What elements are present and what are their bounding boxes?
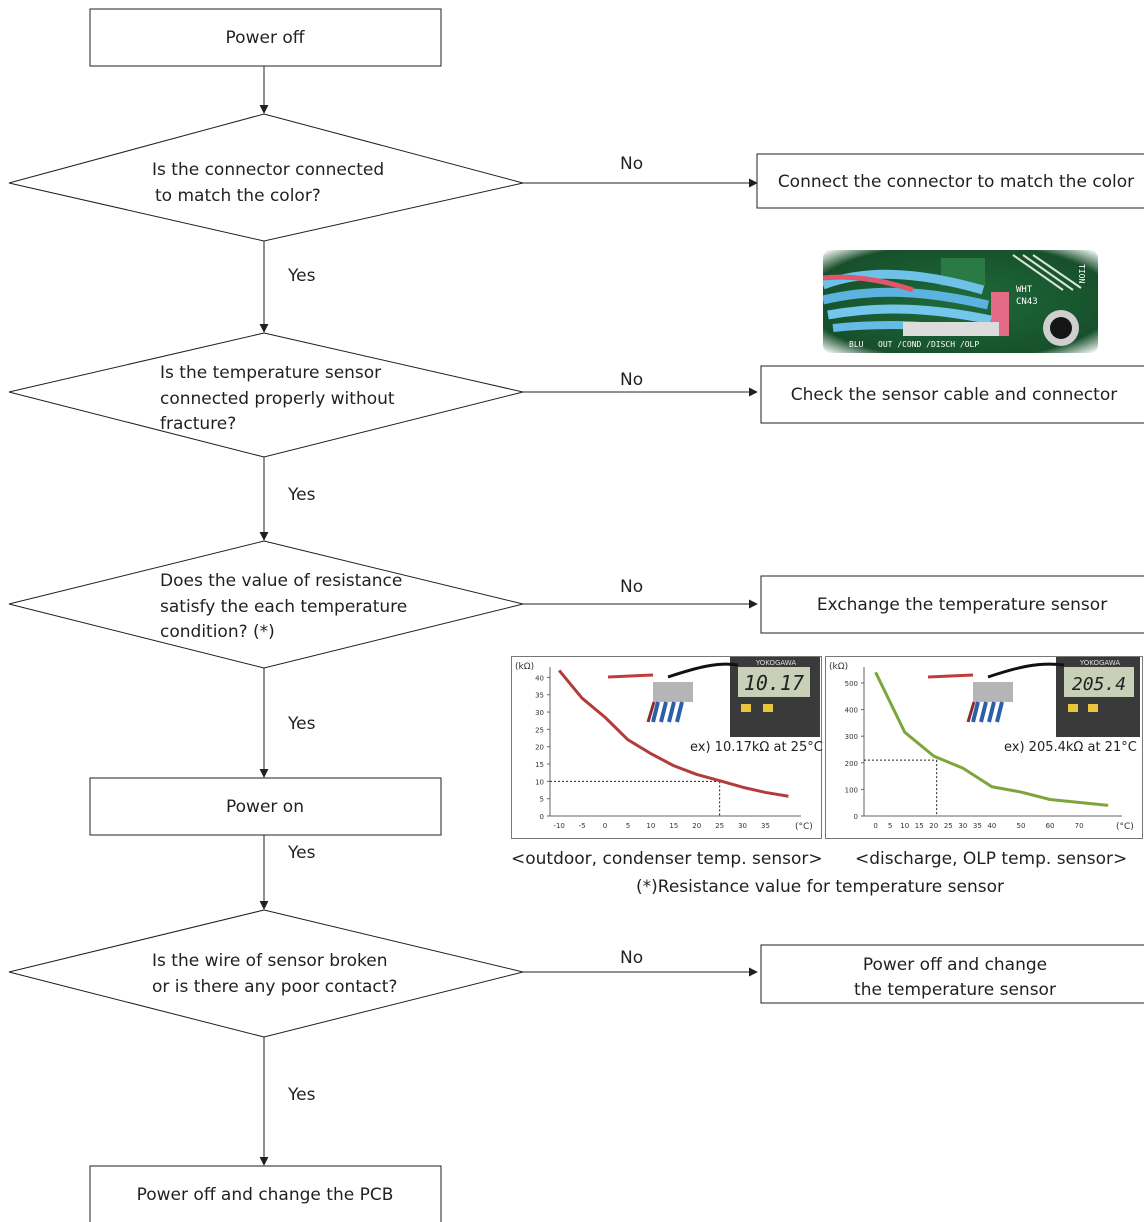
x-tick-label: 30 bbox=[958, 822, 967, 830]
y-tick-label: 35 bbox=[535, 692, 544, 700]
no-label: No bbox=[620, 948, 643, 968]
action-box-exchange-sensor bbox=[760, 575, 1144, 634]
y-tick-label: 100 bbox=[845, 786, 858, 794]
a1-label: Connect the connector to match the color bbox=[778, 172, 1134, 192]
pcb-label-wht: WHT bbox=[1016, 285, 1033, 295]
y-tick-label: 5 bbox=[540, 796, 544, 804]
meter-brand: YOKOGAWA bbox=[1079, 659, 1120, 667]
end-label: Power off and change the PCB bbox=[137, 1185, 394, 1205]
series-line bbox=[558, 669, 789, 798]
yes-label: Yes bbox=[287, 843, 316, 863]
x-tick-label: 10 bbox=[900, 822, 909, 830]
q3-line1: Does the value of resistance bbox=[160, 571, 402, 591]
pcb-label-tion: TION bbox=[1077, 264, 1086, 283]
x-tick-label: 20 bbox=[929, 822, 938, 830]
example-discharge: ex) 205.4kΩ at 21°C bbox=[1004, 740, 1137, 755]
action-box-check-cable bbox=[760, 365, 1144, 424]
x-tick-label: 60 bbox=[1046, 822, 1055, 830]
a2-label: Check the sensor cable and connector bbox=[791, 385, 1117, 405]
meter-reading: 10.17 bbox=[744, 671, 804, 695]
y-tick-label: 15 bbox=[535, 761, 544, 769]
x-tick-label: 35 bbox=[973, 822, 982, 830]
start-box bbox=[89, 8, 442, 67]
y-tick-label: 40 bbox=[535, 674, 544, 682]
no-label: No bbox=[620, 577, 643, 597]
pcb-label-cn: CN43 bbox=[1016, 297, 1038, 307]
caption-outdoor: <outdoor, condenser temp. sensor> bbox=[511, 849, 823, 869]
x-tick-label: 25 bbox=[715, 822, 724, 830]
a3-label: Exchange the temperature sensor bbox=[817, 595, 1107, 615]
y-tick-label: 500 bbox=[845, 680, 858, 688]
no-label: No bbox=[620, 370, 643, 390]
action-box-power-off-change-sensor bbox=[760, 944, 1144, 1004]
q3-line3: condition? (*) bbox=[160, 622, 275, 642]
y-tick-label: 25 bbox=[535, 726, 544, 734]
x-tick-label: -5 bbox=[579, 822, 586, 830]
series-line bbox=[874, 671, 1109, 807]
q4-line2: or is there any poor contact? bbox=[152, 977, 397, 997]
caption-discharge: <discharge, OLP temp. sensor> bbox=[855, 849, 1128, 869]
x-tick-label: 0 bbox=[603, 822, 607, 830]
y-tick-label: 300 bbox=[845, 733, 858, 741]
action-box-connect bbox=[756, 153, 1144, 209]
pcb-label-row: OUT /COND /DISCH /OLP bbox=[878, 340, 979, 349]
y-axis-label: (kΩ) bbox=[515, 662, 534, 672]
pcb-connector-photo: WHT CN43 OUT /COND /DISCH /OLP BLU TION bbox=[823, 250, 1098, 353]
x-tick-label: 15 bbox=[669, 822, 678, 830]
yes-label: Yes bbox=[287, 1085, 316, 1105]
x-axis-label: (°C) bbox=[1116, 822, 1134, 832]
meter-brand: YOKOGAWA bbox=[755, 659, 796, 667]
multimeter-photo-discharge: YOKOGAWA 205.4 bbox=[927, 657, 1140, 737]
pcb-label-blu: BLU bbox=[849, 340, 864, 349]
x-tick-label: 25 bbox=[944, 822, 953, 830]
y-axis-label: (kΩ) bbox=[829, 662, 848, 672]
x-tick-label: 50 bbox=[1017, 822, 1026, 830]
y-tick-label: 0 bbox=[854, 813, 858, 821]
x-tick-label: 20 bbox=[692, 822, 701, 830]
q1-line1: Is the connector connected bbox=[152, 160, 384, 180]
y-tick-label: 200 bbox=[845, 760, 858, 768]
q2-line3: fracture? bbox=[160, 414, 236, 434]
x-tick-label: 0 bbox=[873, 822, 877, 830]
q2-line1: Is the temperature sensor bbox=[160, 363, 381, 383]
yes-label: Yes bbox=[287, 714, 316, 734]
x-tick-label: 15 bbox=[915, 822, 924, 830]
y-tick-label: 20 bbox=[535, 744, 544, 752]
end-box bbox=[89, 1165, 442, 1222]
x-axis-label: (°C) bbox=[795, 822, 813, 832]
multimeter-photo-outdoor: YOKOGAWA 10.17 bbox=[607, 657, 820, 737]
y-tick-label: 10 bbox=[535, 778, 544, 786]
y-tick-label: 0 bbox=[540, 813, 544, 821]
footnote: (*)Resistance value for temperature sens… bbox=[636, 877, 1004, 897]
resistance-chart-outdoor: 0 5 10 15 20 25 30 35 40 -10 -5 0 5 10 15 20 25 30 35 (kΩ) (… bbox=[515, 662, 813, 832]
example-outdoor: ex) 10.17kΩ at 25°C bbox=[690, 740, 823, 755]
resistance-chart-discharge: 0 100 200 300 400 500 0 5 10 15 20 25 30 35 40 50 60 70 (k… bbox=[829, 662, 1134, 832]
decision-wire-broken bbox=[8, 909, 524, 1038]
a4-line1: Power off and change bbox=[863, 955, 1047, 975]
q3-line2: satisfy the each temperature bbox=[160, 597, 407, 617]
power-on-label: Power on bbox=[226, 797, 304, 817]
x-tick-label: 35 bbox=[761, 822, 770, 830]
q4-line1: Is the wire of sensor broken bbox=[152, 951, 388, 971]
x-tick-label: 70 bbox=[1075, 822, 1084, 830]
x-tick-label: -10 bbox=[553, 822, 564, 830]
no-label: No bbox=[620, 154, 643, 174]
x-tick-label: 40 bbox=[987, 822, 996, 830]
x-tick-label: 5 bbox=[888, 822, 892, 830]
y-tick-label: 30 bbox=[535, 709, 544, 717]
power-on-box bbox=[89, 777, 442, 836]
yes-label: Yes bbox=[287, 266, 316, 286]
yes-label: Yes bbox=[287, 485, 316, 505]
start-label: Power off bbox=[226, 28, 306, 48]
q2-line2: connected properly without bbox=[160, 389, 395, 409]
a4-line2: the temperature sensor bbox=[854, 980, 1056, 1000]
x-tick-label: 30 bbox=[738, 822, 747, 830]
y-tick-label: 400 bbox=[845, 707, 858, 715]
x-tick-label: 5 bbox=[626, 822, 630, 830]
q1-line2: to match the color? bbox=[155, 186, 321, 206]
meter-reading: 205.4 bbox=[1072, 674, 1126, 695]
x-tick-label: 10 bbox=[646, 822, 655, 830]
